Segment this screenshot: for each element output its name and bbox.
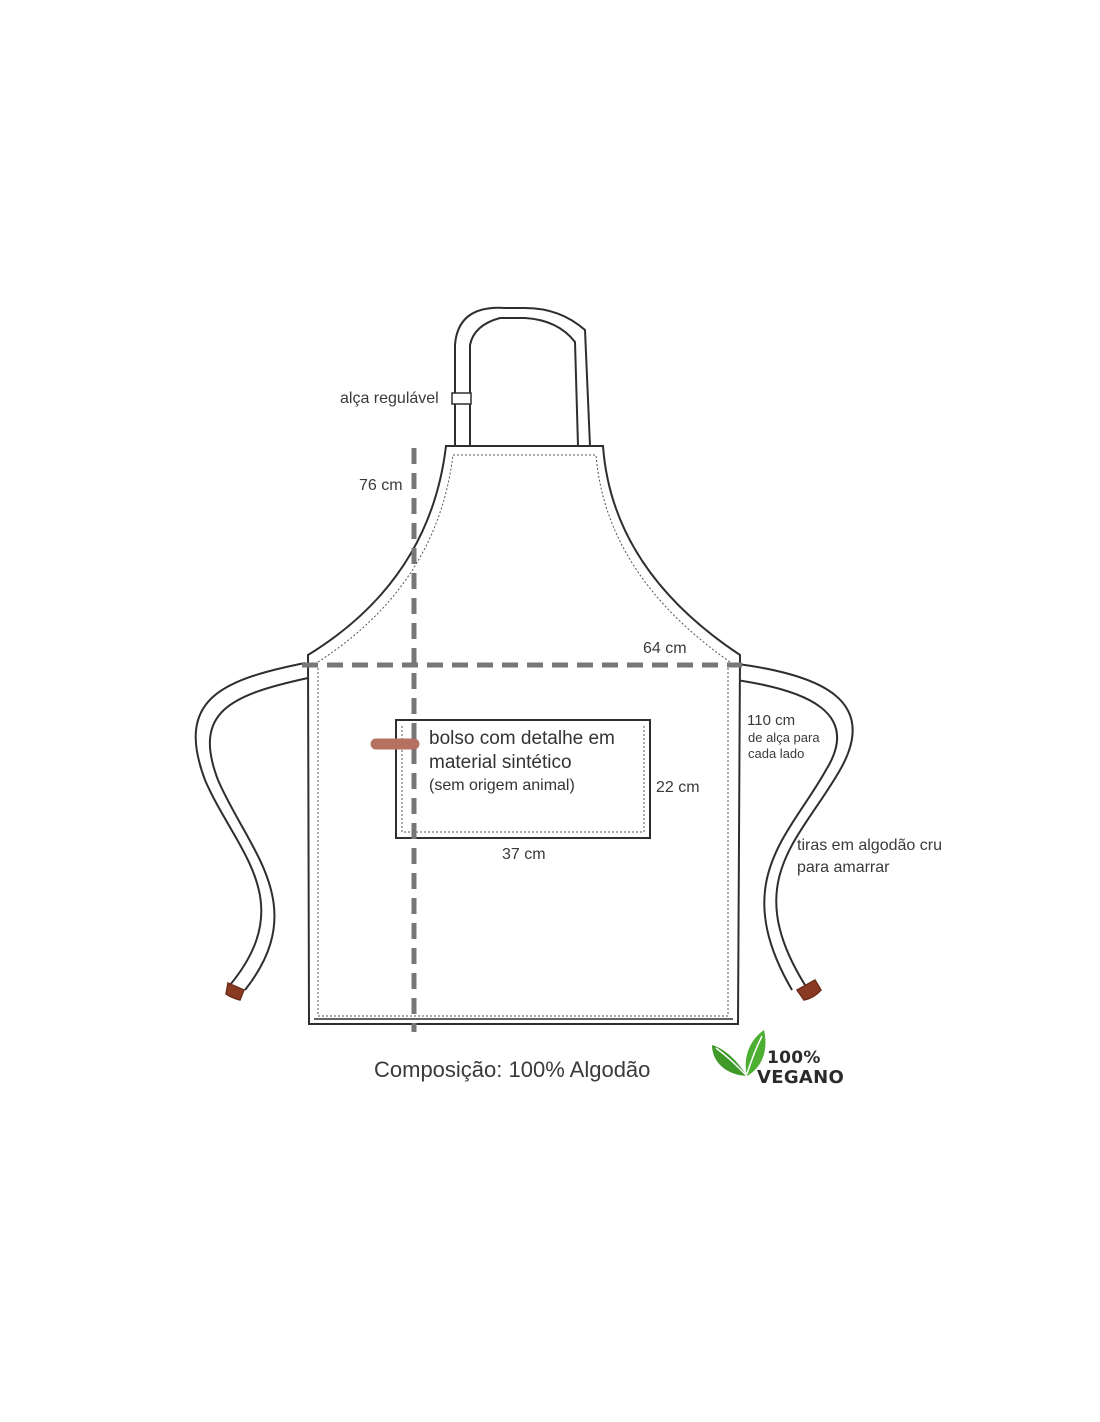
width-dimension-label: 64 cm (643, 640, 687, 657)
vegan-badge-word: VEGANO (757, 1067, 845, 1088)
neck-strap (454, 306, 591, 447)
vegan-badge-percent: 100% (767, 1048, 821, 1068)
pocket-label-line-2: material sintético (429, 752, 572, 773)
pocket (395, 719, 651, 839)
pocket-height-label: 22 cm (656, 779, 700, 796)
pocket-label-line-3: (sem origem animal) (429, 777, 575, 794)
pocket-label-line-1: bolso com detalhe em (429, 728, 615, 749)
left-tie-tip (225, 981, 245, 1001)
height-dimension-label: 76 cm (359, 477, 403, 494)
pocket-width-label: 37 cm (502, 846, 546, 863)
ties-label-line-1: tiras em algodão cru (797, 837, 942, 854)
right-tie-tip (795, 978, 822, 1001)
strap-buckle (451, 392, 472, 405)
leaf-icon (712, 1030, 766, 1077)
adjustable-strap-label: alça regulável (340, 390, 439, 407)
right-tie (735, 663, 854, 991)
apron-stitching (317, 454, 731, 1017)
strap-length-note-1: de alça para (748, 730, 820, 745)
strap-length-note-2: cada lado (748, 746, 805, 761)
pocket-stitching (401, 726, 645, 833)
ties-label-line-2: para amarrar (797, 859, 890, 876)
strap-length-label: 110 cm (747, 712, 796, 729)
composition-label: Composição: 100% Algodão (374, 1057, 651, 1082)
left-tie (194, 662, 309, 991)
